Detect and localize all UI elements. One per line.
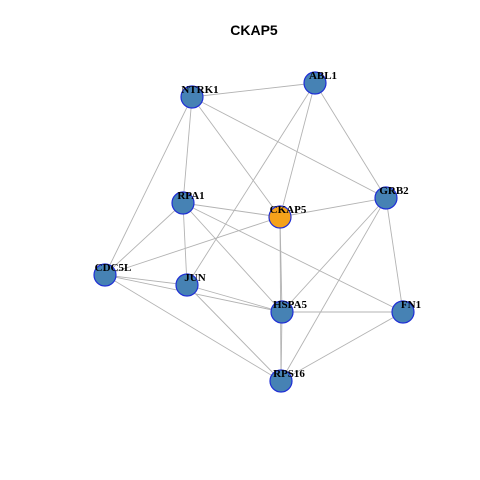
node-label-jun: JUN xyxy=(184,272,205,284)
edge-rpa1-ckap5 xyxy=(182,202,281,218)
node-label-ckap5: CKAP5 xyxy=(270,204,307,216)
edge-rpa1-cdc5l xyxy=(104,202,184,276)
node-rpa1 xyxy=(171,191,195,215)
node-abl1 xyxy=(303,71,327,95)
edge-ntrk1-abl1 xyxy=(191,82,316,98)
nodes-layer xyxy=(93,71,415,393)
edge-abl1-ckap5 xyxy=(279,82,316,218)
edge-abl1-grb2 xyxy=(314,82,387,199)
edge-rpa1-fn1 xyxy=(182,202,404,313)
graph-title: CKAP5 xyxy=(230,22,278,38)
edge-jun-rps16 xyxy=(186,284,282,382)
edge-cdc5l-jun xyxy=(104,274,188,286)
node-ntrk1 xyxy=(180,85,204,109)
edge-abl1-jun xyxy=(186,82,316,286)
node-fn1 xyxy=(391,300,415,324)
edge-ckap5-rps16 xyxy=(279,216,282,382)
node-jun xyxy=(175,273,199,297)
edge-rpa1-hspa5 xyxy=(182,202,283,313)
edge-grb2-rps16 xyxy=(280,197,387,382)
node-label-cdc5l: CDC5L xyxy=(95,262,132,274)
edge-rpa1-jun xyxy=(182,202,188,286)
node-grb2 xyxy=(374,186,398,210)
node-ckap5 xyxy=(268,205,292,229)
edge-ntrk1-rpa1 xyxy=(182,96,193,204)
node-label-fn1: FN1 xyxy=(401,299,421,311)
edge-ntrk1-cdc5l xyxy=(104,96,193,276)
edge-ckap5-grb2 xyxy=(279,197,387,218)
node-cdc5l xyxy=(93,263,117,287)
node-label-rpa1: RPA1 xyxy=(177,190,204,202)
node-label-hspa5: HSPA5 xyxy=(273,299,308,311)
edges-layer xyxy=(104,82,404,382)
edge-ntrk1-grb2 xyxy=(191,96,387,199)
node-hspa5 xyxy=(270,300,294,324)
edge-ckap5-cdc5l xyxy=(104,216,281,276)
edge-grb2-fn1 xyxy=(385,197,404,313)
node-rps16 xyxy=(269,369,293,393)
edge-grb2-hspa5 xyxy=(281,197,387,313)
edge-fn1-rps16 xyxy=(280,311,404,382)
edge-ntrk1-ckap5 xyxy=(191,96,281,218)
node-label-ntrk1: NTRK1 xyxy=(181,84,218,96)
node-label-rps16: RPS16 xyxy=(273,368,305,380)
node-label-abl1: ABL1 xyxy=(309,70,337,82)
node-label-grb2: GRB2 xyxy=(379,185,409,197)
edge-cdc5l-rps16 xyxy=(104,274,282,382)
edge-jun-hspa5 xyxy=(186,284,283,313)
